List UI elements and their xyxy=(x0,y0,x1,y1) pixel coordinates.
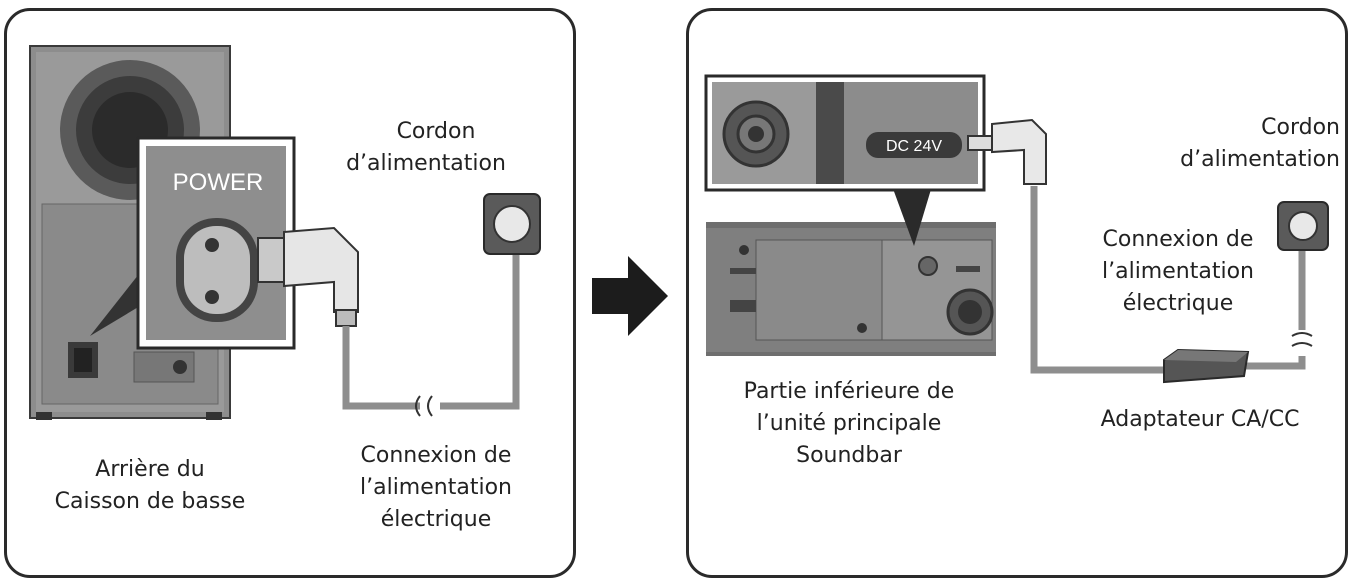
soundbar-bottom-label: Partie inférieure de l’unité principale … xyxy=(743,379,955,468)
dc-plug xyxy=(991,118,1047,185)
ac-dc-adapter-icon xyxy=(1163,348,1250,384)
power-outlet-icon xyxy=(1277,201,1329,251)
power-connection-label: Connexion de l’alimentation électrique xyxy=(1102,227,1254,316)
subwoofer-rear-label: Arrière du Caisson de basse xyxy=(54,457,246,514)
ac-dc-adapter-label: Adaptateur CA/CC xyxy=(1100,407,1300,432)
cable-break-icon xyxy=(1291,332,1313,347)
arrow-right-icon xyxy=(592,256,668,336)
ac-plug xyxy=(257,226,359,327)
power-cord-label: Cordon d’alimentation xyxy=(1180,115,1340,172)
dc-input-callout xyxy=(704,74,993,192)
power-connection-label: Connexion de l’alimentation électrique xyxy=(360,443,512,532)
power-cable xyxy=(342,244,520,410)
soundbar-bottom-illustration xyxy=(706,186,996,356)
power-outlet-icon xyxy=(483,193,541,255)
power-cord-label: Cordon d’alimentation xyxy=(346,119,506,176)
power-label: POWER xyxy=(173,169,264,196)
cable-break-icon xyxy=(415,395,433,417)
dc-24v-label: DC 24V xyxy=(886,138,942,155)
dc-cable xyxy=(1030,186,1306,374)
